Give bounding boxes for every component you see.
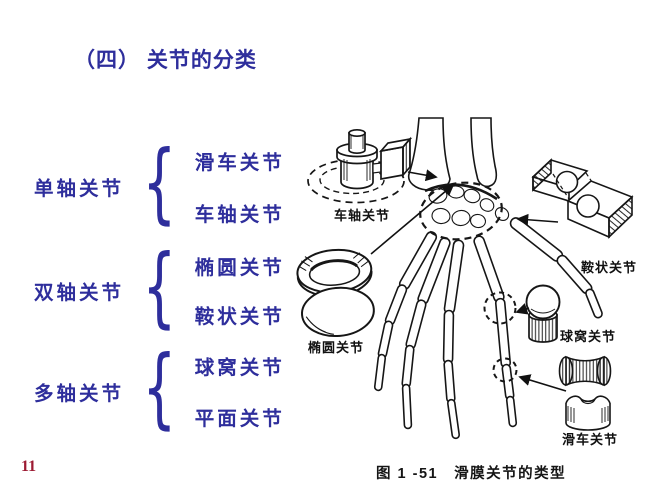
trochlear-joint-model <box>558 355 612 431</box>
classification-group-multiaxial: 多轴关节 { 球窝关节 平面关节 <box>34 337 285 439</box>
page-title: （四） 关节的分类 <box>74 49 257 72</box>
page-number: 11 <box>21 458 37 475</box>
joint-type-saddle: 鞍状关节 <box>194 306 285 328</box>
joint-type-plane: 平面关节 <box>194 408 285 430</box>
hand-skeleton <box>373 117 603 440</box>
radiocarpal-arc <box>424 183 498 201</box>
joint-type-ball-socket: 球窝关节 <box>194 357 285 379</box>
ball-socket-joint-label: 球窝关节 <box>560 329 616 344</box>
group-label-biaxial: 双轴关节 <box>34 281 125 304</box>
saddle-joint-model <box>531 158 634 239</box>
joint-type-pivot: 车轴关节 <box>194 203 285 226</box>
trochlear-arrow <box>518 374 567 392</box>
joint-type-trochlear: 滑车关节 <box>194 151 285 174</box>
ip-dashed-circle <box>492 357 518 383</box>
classification-group-uniaxial: 单轴关节 { 滑车关节 车轴关节 <box>34 132 285 234</box>
pivot-joint-model <box>307 128 413 204</box>
saddle-arrow <box>516 213 559 226</box>
classification-group-biaxial: 双轴关节 { 椭圆关节 鞍状关节 <box>34 236 285 338</box>
ulna-bone <box>470 117 498 188</box>
pivot-arrow <box>407 169 438 182</box>
group-label-multiaxial: 多轴关节 <box>34 382 125 405</box>
radius-bone <box>407 117 451 191</box>
figure-number: 图 1 -51 <box>376 466 439 482</box>
ellipsoid-joint-model <box>296 248 375 338</box>
figure-caption: 图 1 -51 滑膜关节的类型 <box>376 462 566 483</box>
ellipsoid-joint-label: 椭圆关节 <box>308 340 364 355</box>
pivot-joint-label: 车轴关节 <box>334 208 390 223</box>
pointer-arrows <box>370 169 567 392</box>
ball-socket-joint-model <box>525 284 561 343</box>
joint-type-ellipsoid: 椭圆关节 <box>194 257 285 279</box>
hand-joints-diagram: 车轴关节 椭圆关节 鞍状关节 球窝关节 滑车关节 <box>296 117 637 447</box>
figure-caption-text: 滑膜关节的类型 <box>454 466 567 482</box>
ellipsoid-arrow <box>370 183 455 255</box>
group-label-uniaxial: 单轴关节 <box>34 177 125 200</box>
ball-socket-arrow <box>515 303 530 315</box>
saddle-joint-label: 鞍状关节 <box>581 260 637 275</box>
carpal-dashed-ellipse <box>419 181 503 241</box>
trochlear-joint-label: 滑车关节 <box>562 432 618 447</box>
